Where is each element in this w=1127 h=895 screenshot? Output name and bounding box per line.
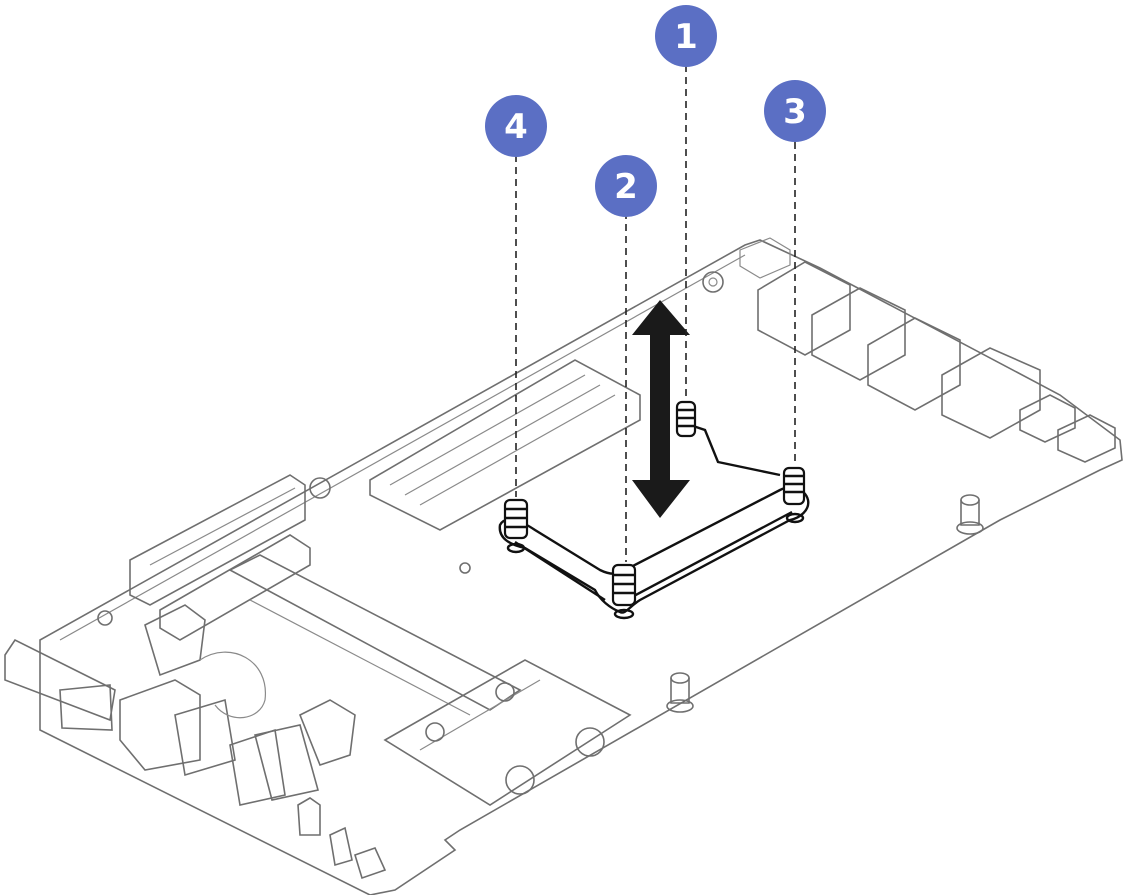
callout-3: 3 (764, 80, 826, 142)
callout-4: 4 (485, 95, 547, 157)
callout-1-label: 1 (674, 17, 698, 57)
leader-lines (515, 65, 796, 562)
screw-3 (782, 466, 806, 524)
vertical-double-arrow (632, 300, 690, 518)
screw-2 (611, 563, 637, 620)
standoff-posts (666, 494, 984, 713)
pcie-slots (129, 474, 311, 641)
dimm-slot (369, 359, 641, 531)
screw-4 (503, 498, 529, 554)
heat-sink-bracket (498, 423, 810, 614)
callout-2-label: 2 (614, 167, 638, 207)
front-io-connectors (4, 477, 471, 880)
callout-4-label: 4 (504, 107, 528, 147)
system-board (39, 239, 1123, 895)
callout-1: 1 (655, 5, 717, 67)
m2-slots (228, 554, 632, 806)
screw-1 (675, 400, 697, 438)
rear-io-connectors (702, 237, 1116, 463)
callout-2: 2 (595, 155, 657, 217)
callout-3-label: 3 (783, 92, 807, 132)
